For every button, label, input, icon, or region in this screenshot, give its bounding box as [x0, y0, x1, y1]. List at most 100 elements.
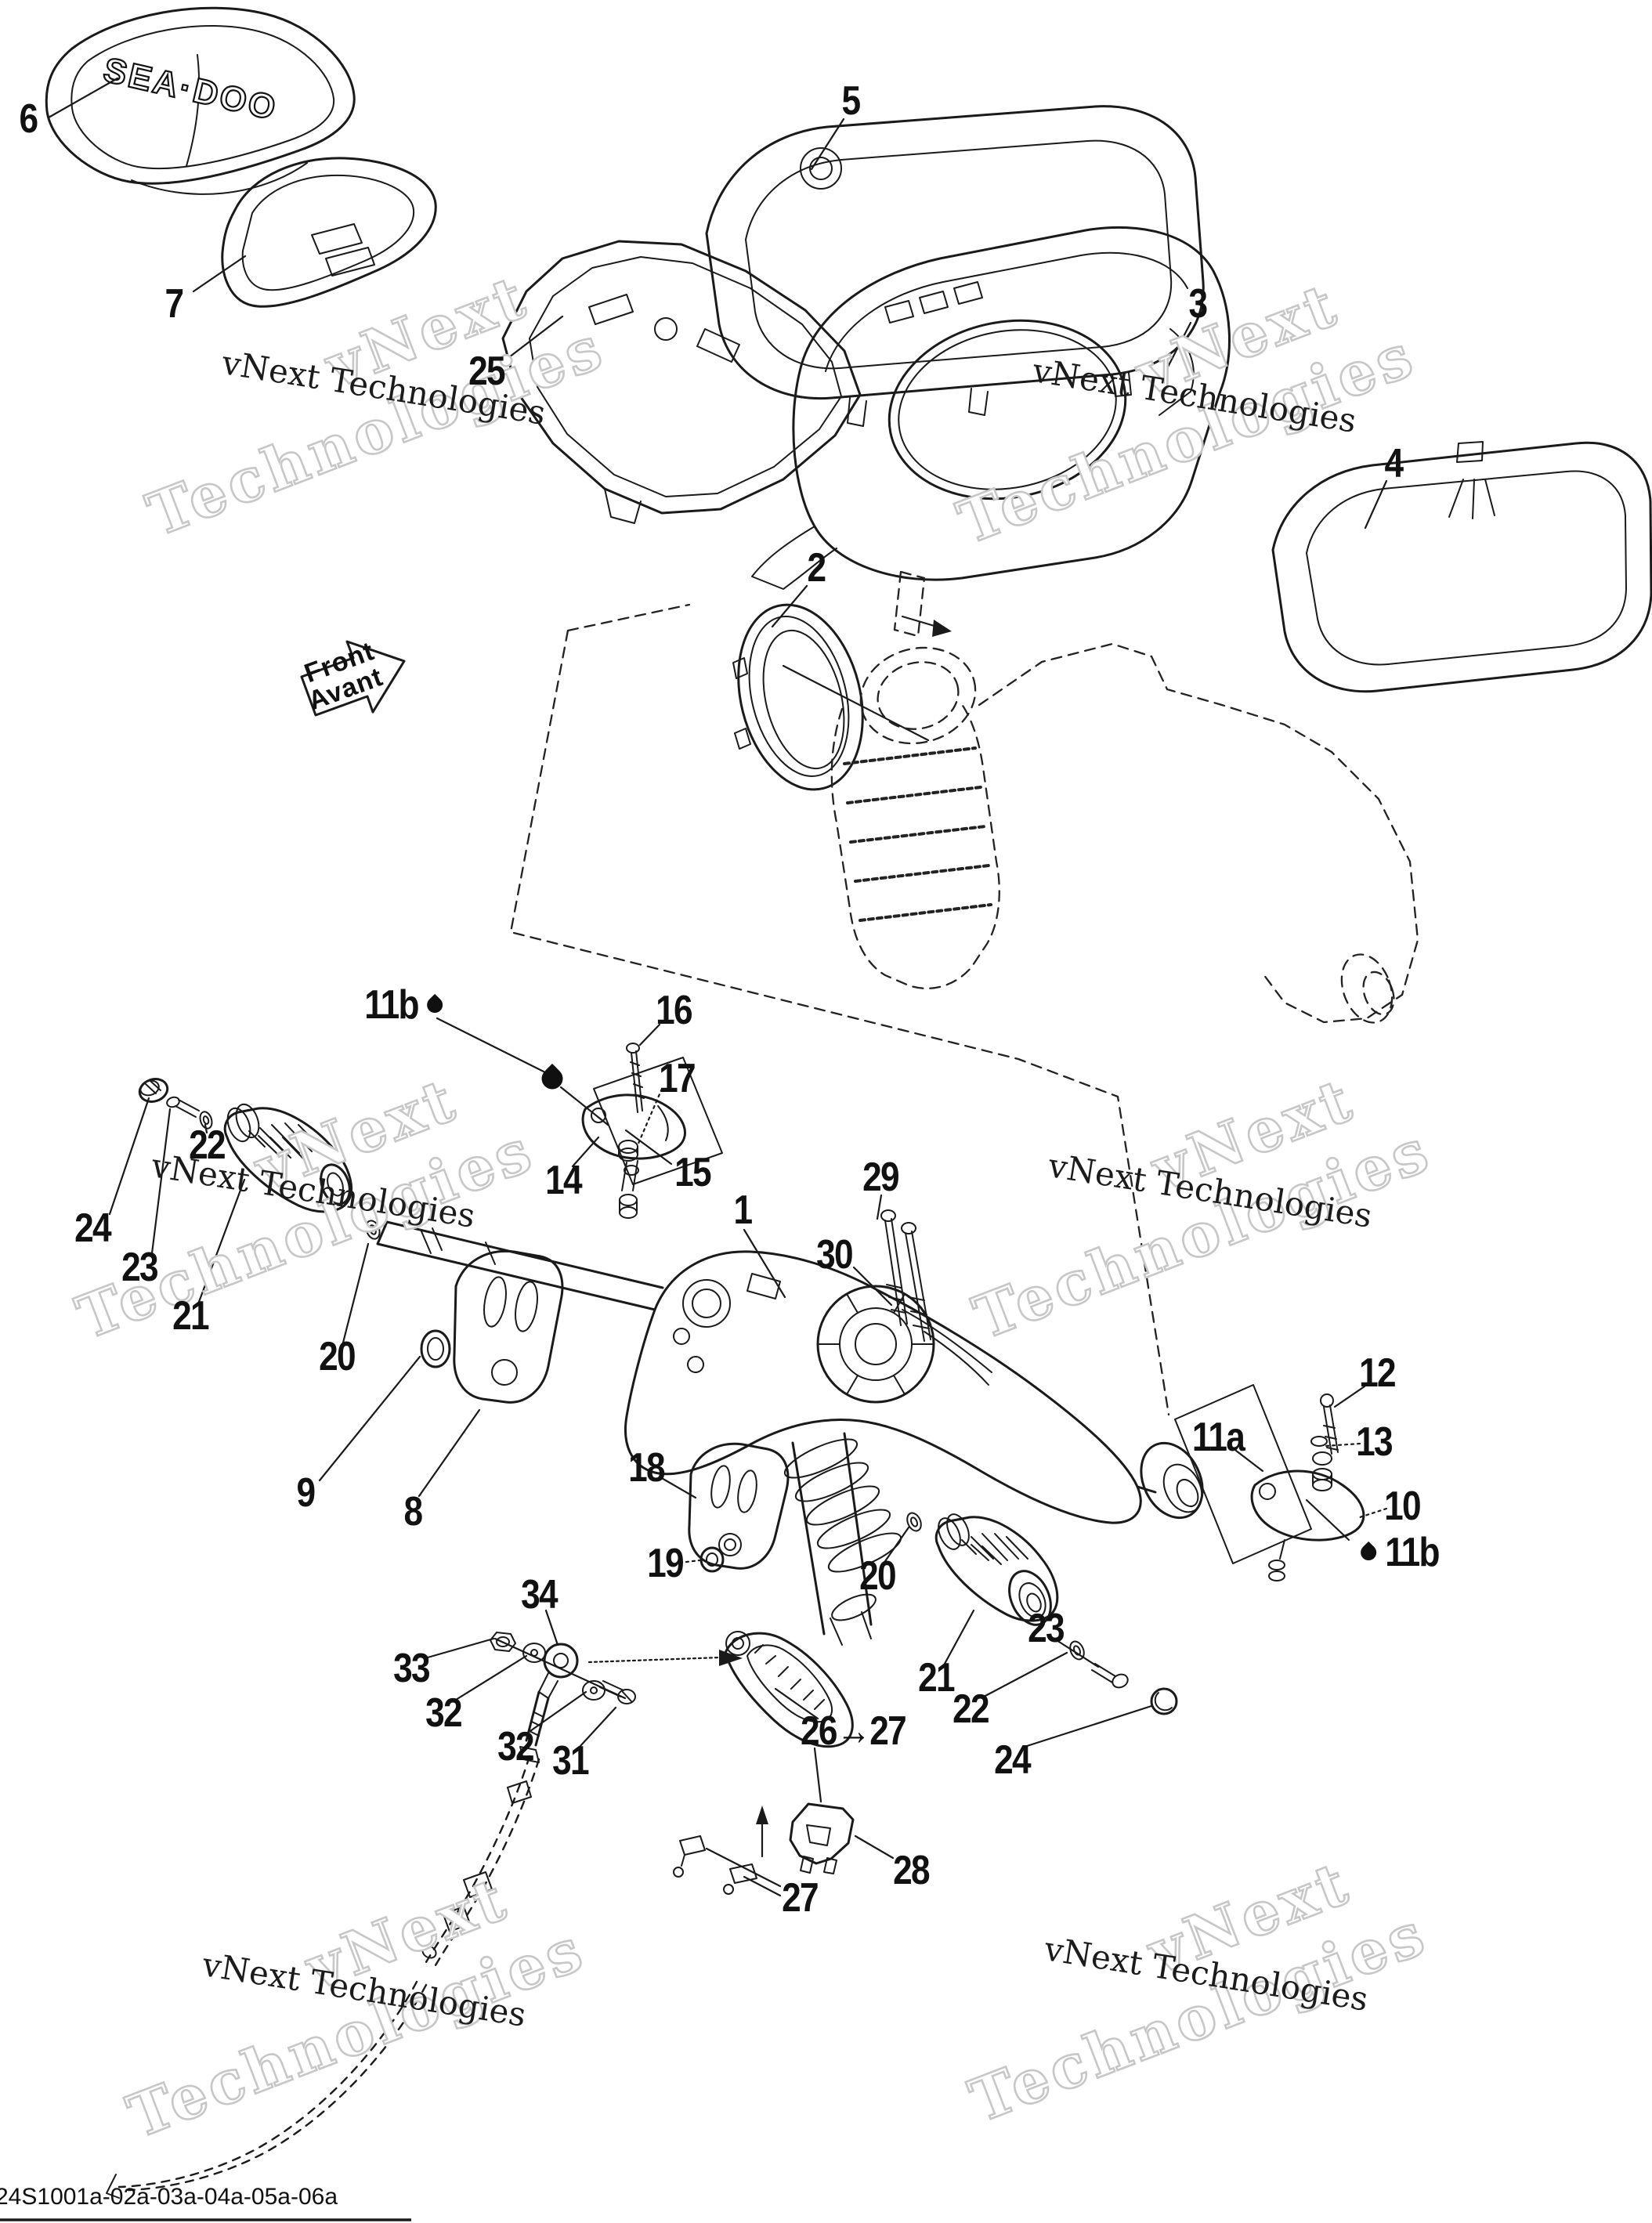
callout-label: 18: [628, 1445, 665, 1491]
callout-19: 19: [644, 1540, 686, 1587]
callout-label: 28: [893, 1848, 930, 1893]
callout-6: 6: [18, 96, 39, 143]
oil-drop-icon: [537, 1063, 568, 1094]
callout-label: 17: [659, 1056, 696, 1101]
callout-21: 21: [915, 1654, 957, 1701]
oil-drop-icon: [423, 993, 446, 1017]
callout-label: 31: [552, 1738, 589, 1784]
callout-24: 24: [991, 1737, 1033, 1784]
callout-label: 16: [656, 988, 692, 1033]
callout-label: 15: [674, 1150, 711, 1195]
callout-20: 20: [856, 1552, 898, 1599]
oil-drop-icon: [1357, 1541, 1380, 1564]
callout-label: 21: [918, 1655, 955, 1701]
left-grip-group: [138, 1078, 381, 1240]
callout-label: 20: [319, 1334, 356, 1379]
callout-8: 8: [403, 1488, 424, 1535]
callout-12: 12: [1356, 1350, 1398, 1397]
callout-label: 24: [994, 1737, 1031, 1783]
callout-label: 25: [468, 349, 505, 394]
callout-2: 2: [806, 544, 827, 591]
part-27-fittings: [673, 1835, 757, 1895]
callout-10: 10: [1381, 1483, 1423, 1530]
front-direction-arrow: Front Avant: [300, 636, 406, 717]
callout-32: 32: [422, 1690, 465, 1737]
callout-24: 24: [71, 1205, 114, 1252]
callout-29: 29: [859, 1154, 902, 1201]
callout-32: 32: [494, 1723, 537, 1770]
callout-23: 23: [118, 1244, 161, 1291]
part-6-cover: SEA·DOO: [45, 6, 356, 195]
callout-oil-drop: [537, 1063, 568, 1094]
callout-label: 9: [296, 1470, 316, 1516]
callout-label: 14: [545, 1158, 582, 1203]
part-2-ring: [732, 603, 930, 791]
callout-label: 24: [74, 1205, 111, 1251]
callout-label: 5: [841, 78, 862, 124]
callout-label: 32: [497, 1724, 534, 1769]
callout-11a: 11a: [1187, 1414, 1249, 1461]
up-arrowhead: [756, 1806, 768, 1824]
callout-label: 2: [807, 545, 827, 591]
callout-22: 22: [186, 1122, 228, 1169]
part-19-ring: [699, 1546, 725, 1573]
part-1-handlebar-assembly: [376, 1220, 1204, 1646]
part-7-cover: [221, 157, 437, 308]
callout-5: 5: [840, 78, 862, 125]
callout-label: 12: [1359, 1350, 1396, 1396]
ghost-support-assembly: [509, 570, 1419, 1416]
part-9-ring: [420, 1329, 451, 1368]
callout-34: 34: [518, 1571, 560, 1618]
callout-1: 1: [732, 1187, 754, 1234]
callout-label: 23: [1028, 1606, 1065, 1651]
callout-label: 21: [172, 1293, 209, 1339]
callout-18: 18: [625, 1444, 667, 1491]
callout-22: 22: [949, 1686, 992, 1733]
callout-26→27: 26→27: [791, 1708, 915, 1755]
callout-label: 33: [393, 1646, 430, 1691]
callout-label: 1: [733, 1187, 754, 1233]
right-grip-group: [906, 1512, 1178, 1715]
part-8-pad: [453, 1249, 564, 1404]
callout-label: 19: [647, 1541, 684, 1586]
document-code: 24S1001a-02a-03a-04a-05a-06a: [0, 2184, 338, 2210]
part-18-pad: [688, 1442, 790, 1570]
part-4-frame: [1271, 441, 1652, 693]
callout-28: 28: [890, 1847, 932, 1894]
callout-25: 25: [465, 348, 508, 395]
callout-31: 31: [549, 1737, 591, 1784]
leader-lines: [47, 77, 1388, 1897]
callout-11b: 11b: [1357, 1529, 1444, 1576]
callout-16: 16: [652, 987, 695, 1034]
callout-17: 17: [656, 1055, 698, 1102]
part-3-console: [751, 226, 1231, 590]
callout-21: 21: [169, 1292, 211, 1339]
callout-label: 13: [1356, 1419, 1393, 1465]
callout-11b: 11b: [360, 981, 446, 1028]
callout-label: 29: [862, 1155, 899, 1200]
callout-label: 11b: [1385, 1530, 1440, 1575]
part-26-clamp: [724, 1631, 854, 1748]
callout-27: 27: [779, 1874, 821, 1921]
callout-label: 10: [1384, 1484, 1421, 1529]
callout-14: 14: [542, 1157, 584, 1204]
part-5-frame: [705, 105, 1205, 427]
steering-cables: [106, 1755, 540, 2199]
callout-label: 20: [859, 1553, 896, 1599]
callout-label: 23: [121, 1245, 158, 1290]
callout-15: 15: [671, 1149, 714, 1196]
ghost-arrowhead: [932, 620, 952, 637]
callout-label: 8: [403, 1489, 424, 1534]
callout-label: 4: [1384, 441, 1404, 486]
part-25-cover: [501, 240, 862, 524]
callout-label: 22: [953, 1686, 989, 1732]
callout-7: 7: [164, 280, 185, 327]
callout-13: 13: [1353, 1419, 1395, 1466]
callout-3: 3: [1187, 280, 1209, 327]
callout-label: 26→27: [800, 1708, 907, 1754]
callout-20: 20: [316, 1333, 358, 1380]
callout-30: 30: [813, 1231, 855, 1278]
callout-label: 30: [816, 1232, 853, 1278]
